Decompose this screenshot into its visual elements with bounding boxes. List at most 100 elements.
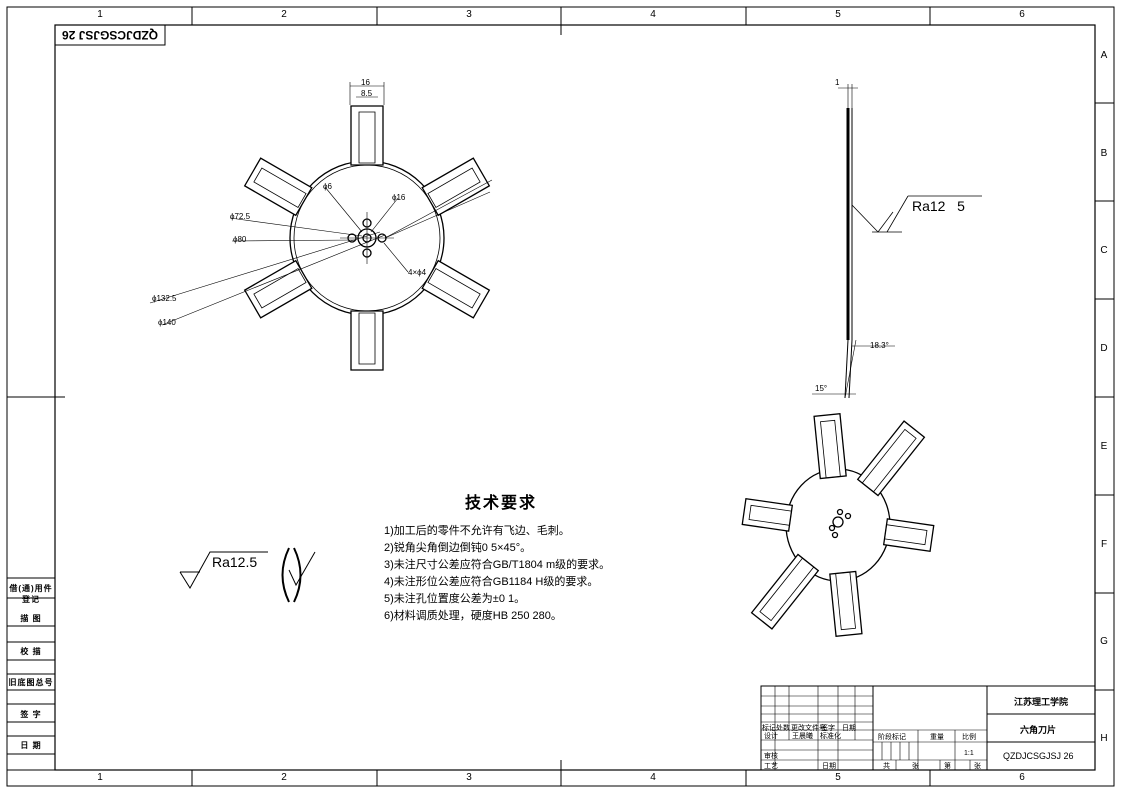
tech-req-item-1: 1)加工后的零件不允许有飞边、毛刺。 [384,525,570,537]
zone-row-a: A [1100,50,1108,61]
iso-view [741,413,935,637]
tb-ratio: 比例 [962,734,976,741]
zone-col-2-top: 2 [281,9,287,20]
iso-blade-inner [835,571,856,631]
tb-total: 共 [883,763,890,770]
front-blade-inner [358,111,376,164]
front-center-lines [340,212,394,264]
side-view [812,84,982,399]
title-scale: 1:1 [964,750,974,757]
iso-blade [750,553,820,630]
tb-designer: 王晨曦 [792,733,813,740]
tb-process: 工艺 [764,763,778,770]
iso-blade [856,420,926,497]
front-blade-outline [421,157,491,217]
iso-blade-inner [748,504,792,526]
dim-thickness: 1 [835,78,840,87]
iso-blades [741,413,935,637]
dim-d80: ϕ80 [233,235,247,244]
tb-no: 第 [944,763,951,770]
dim-angle-b: 15° [815,384,828,393]
zone-col-1-top: 1 [97,9,103,20]
dim-width-outer: 16 [361,78,370,87]
zone-col-3-top: 3 [466,9,472,20]
dim-d132: ϕ132.5 [152,294,177,303]
dim-holes: 4×ϕ4 [408,268,427,277]
zone-col-3-bottom: 3 [466,772,472,783]
tech-req-item-5: 5)未注孔位置度公差为±0 1。 [384,593,526,605]
side-label-check: 校 描 [20,647,42,656]
zone-row-g: G [1100,636,1108,647]
title-block-lines [760,685,1096,771]
tb-sign: 签字 [821,725,835,732]
tech-req-item-6: 6)材料调质处理，硬度HB 250 280。 [384,610,562,622]
zone-ticks [7,7,1114,786]
zone-col-5-bottom: 5 [835,772,841,783]
front-blade-inner [427,167,481,208]
front-blade-inner [253,167,307,208]
front-blades [243,105,491,371]
front-blade-outline [243,259,313,319]
zone-row-d: D [1100,343,1108,354]
tb-date: 日期 [842,725,856,732]
dim-angle-a: 18.3° [870,341,889,350]
tb-weight: 重量 [930,734,944,741]
dim-d6: ϕ6 [323,182,332,191]
side-boxes [6,577,56,771]
outer-border [6,6,1115,787]
zone-row-b: B [1100,148,1108,159]
tb-mark: 标记 [762,725,776,732]
general-roughness-value: Ra12.5 [212,554,258,570]
tech-req-title: 技术要求 [465,495,538,512]
front-blade-outline [421,259,491,319]
iso-blade-inner [820,419,841,479]
tb-approve: 日期 [822,763,836,770]
iso-blade-inner [759,557,815,622]
side-label-old-number: 旧底图总号 [8,678,54,687]
tb-stage: 阶段标记 [878,734,906,741]
tb-change: 更改文件号 [791,725,826,732]
zone-row-c: C [1100,245,1108,256]
front-blade-inner [358,312,376,365]
zone-col-4-top: 4 [650,9,656,20]
dim-d72: ϕ72.5 [230,212,251,221]
side-label-trace: 描 图 [20,614,42,623]
front-blade-inner [253,268,307,309]
code-box [54,24,166,46]
side-label-date: 日 期 [20,741,42,750]
side-label-sign: 签 字 [20,710,42,719]
iso-blade-inner [861,428,917,493]
title-part-name: 六角刀片 [1020,725,1057,735]
tech-req-item-2: 2)锐角尖角倒边倒钝0 5×45°。 [384,542,532,554]
tech-req-item-3: 3)未注尺寸公差应符合GB/T1804 m级的要求。 [384,559,611,571]
front-blade-outline [350,310,384,371]
iso-blade [813,413,847,480]
zone-row-h: H [1100,733,1108,744]
dim-d140: ϕ140 [158,318,176,327]
zone-row-f: F [1100,539,1108,550]
general-roughness [179,547,316,603]
side-roughness: Ra12 5 [912,198,965,214]
front-blade-outline [243,157,313,217]
tb-review: 审核 [764,753,778,760]
tb-sheets-1: 张 [912,763,919,770]
front-view [243,105,491,371]
dim-width-inner: 8.5 [361,89,373,98]
tb-design: 设计 [764,733,778,740]
inner-border [54,24,1096,771]
front-blade-outline [350,105,384,166]
front-dim-lines [149,82,493,326]
zone-col-1-bottom: 1 [97,772,103,783]
tb-standard: 标准化 [820,733,841,740]
front-blade-inner [427,268,481,309]
zone-col-6-bottom: 6 [1019,772,1025,783]
side-label-register: 借(通)用件登记 [9,584,53,604]
zone-col-4-bottom: 4 [650,772,656,783]
title-school: 江苏理工学院 [1014,697,1069,707]
zone-col-2-bottom: 2 [281,772,287,783]
mirrored-code: QZDJCSGJSJ 26 [61,28,159,42]
iso-blade [829,570,863,637]
title-drawing-no: QZDJCSGJSJ 26 [1003,751,1074,761]
